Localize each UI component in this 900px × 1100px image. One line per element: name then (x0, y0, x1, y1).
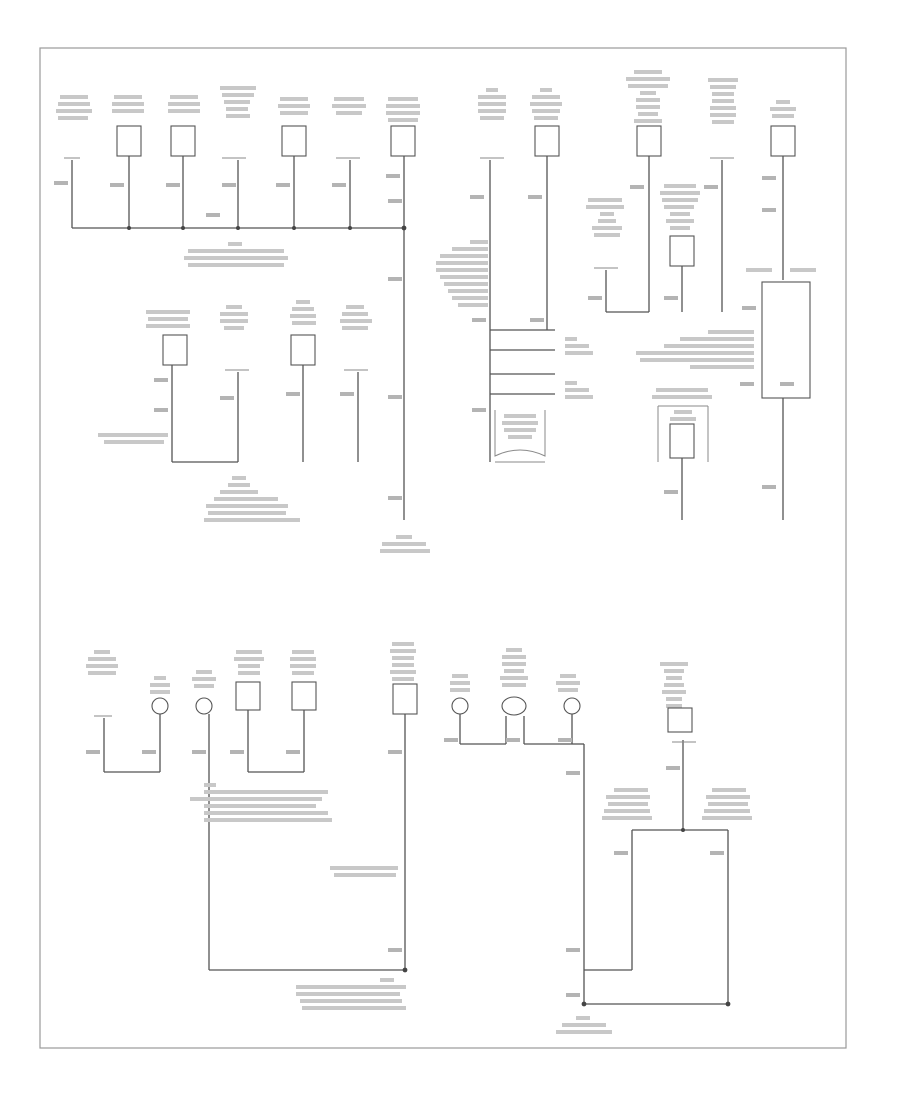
component-box (235, 681, 261, 711)
wire-color-labels (444, 738, 724, 997)
component-box (170, 125, 196, 157)
splice-points (581, 828, 731, 1007)
splice-labels-bottom-right (602, 788, 752, 820)
ground-wires-top-left (71, 156, 405, 520)
ground-eyelet-symbol (451, 697, 469, 715)
ground-point-label-bottom-left (296, 978, 406, 1010)
component-box (534, 125, 560, 157)
component-box (281, 125, 307, 157)
splice-labels-top-center (565, 337, 593, 399)
component-labels-bottom-right (450, 648, 688, 708)
component-box (116, 125, 142, 157)
bracket-component-right (652, 388, 712, 520)
splice-label-middle-left (204, 476, 300, 522)
ground-eyelet-symbol (151, 697, 169, 715)
wire-color-labels (54, 174, 402, 217)
top-left-component-group (54, 86, 430, 553)
wire-color-labels (98, 378, 354, 444)
middle-left-component-group (98, 300, 372, 522)
component-box (636, 125, 662, 157)
ground-point-label (380, 535, 430, 553)
component-labels-top-left (56, 86, 420, 122)
component-box (390, 125, 416, 157)
ground-wires-bottom-right (459, 714, 729, 1005)
ground-eyelet-symbol (501, 696, 527, 716)
module-block-top-center (494, 410, 546, 463)
component-box (291, 681, 317, 711)
ground-eyelet-symbol (195, 697, 213, 715)
ground-point-label-bottom-right (556, 1016, 612, 1034)
splice-label-top-left (184, 242, 288, 267)
top-center-component-group (436, 88, 593, 463)
component-labels-bottom-left (86, 642, 416, 694)
component-box (770, 125, 796, 157)
ground-wires-top-center (489, 156, 555, 462)
connector-stubs-top-right (594, 157, 734, 269)
wire-color-labels (470, 195, 544, 412)
ground-eyelet-symbol (563, 697, 581, 715)
ground-wires-middle-left (171, 365, 359, 463)
component-box (162, 334, 188, 366)
splice-label-bottom-left (190, 783, 398, 877)
component-box (290, 334, 316, 366)
wire-color-labels (588, 176, 776, 310)
splice-pack-block (761, 281, 811, 399)
component-labels-top-right (626, 70, 796, 124)
component-labels-top-right-2 (586, 184, 700, 237)
bottom-right-component-group (444, 648, 752, 1034)
component-box (392, 683, 418, 715)
bottom-left-component-group (86, 642, 418, 1010)
component-box (669, 235, 695, 267)
ground-wires-top-right (605, 156, 784, 313)
splice-pack-labels (636, 268, 816, 386)
side-note-top-center (436, 240, 488, 307)
wire-color-labels (86, 750, 402, 952)
splice-points (127, 225, 407, 231)
wire-color-labels (388, 277, 402, 500)
ground-wires-bottom-left (103, 710, 406, 971)
top-right-component-group (586, 70, 816, 520)
component-labels-middle-left (146, 300, 372, 330)
component-box (667, 707, 693, 733)
component-labels-top-center (478, 88, 562, 120)
diagram-frame (39, 47, 847, 1049)
